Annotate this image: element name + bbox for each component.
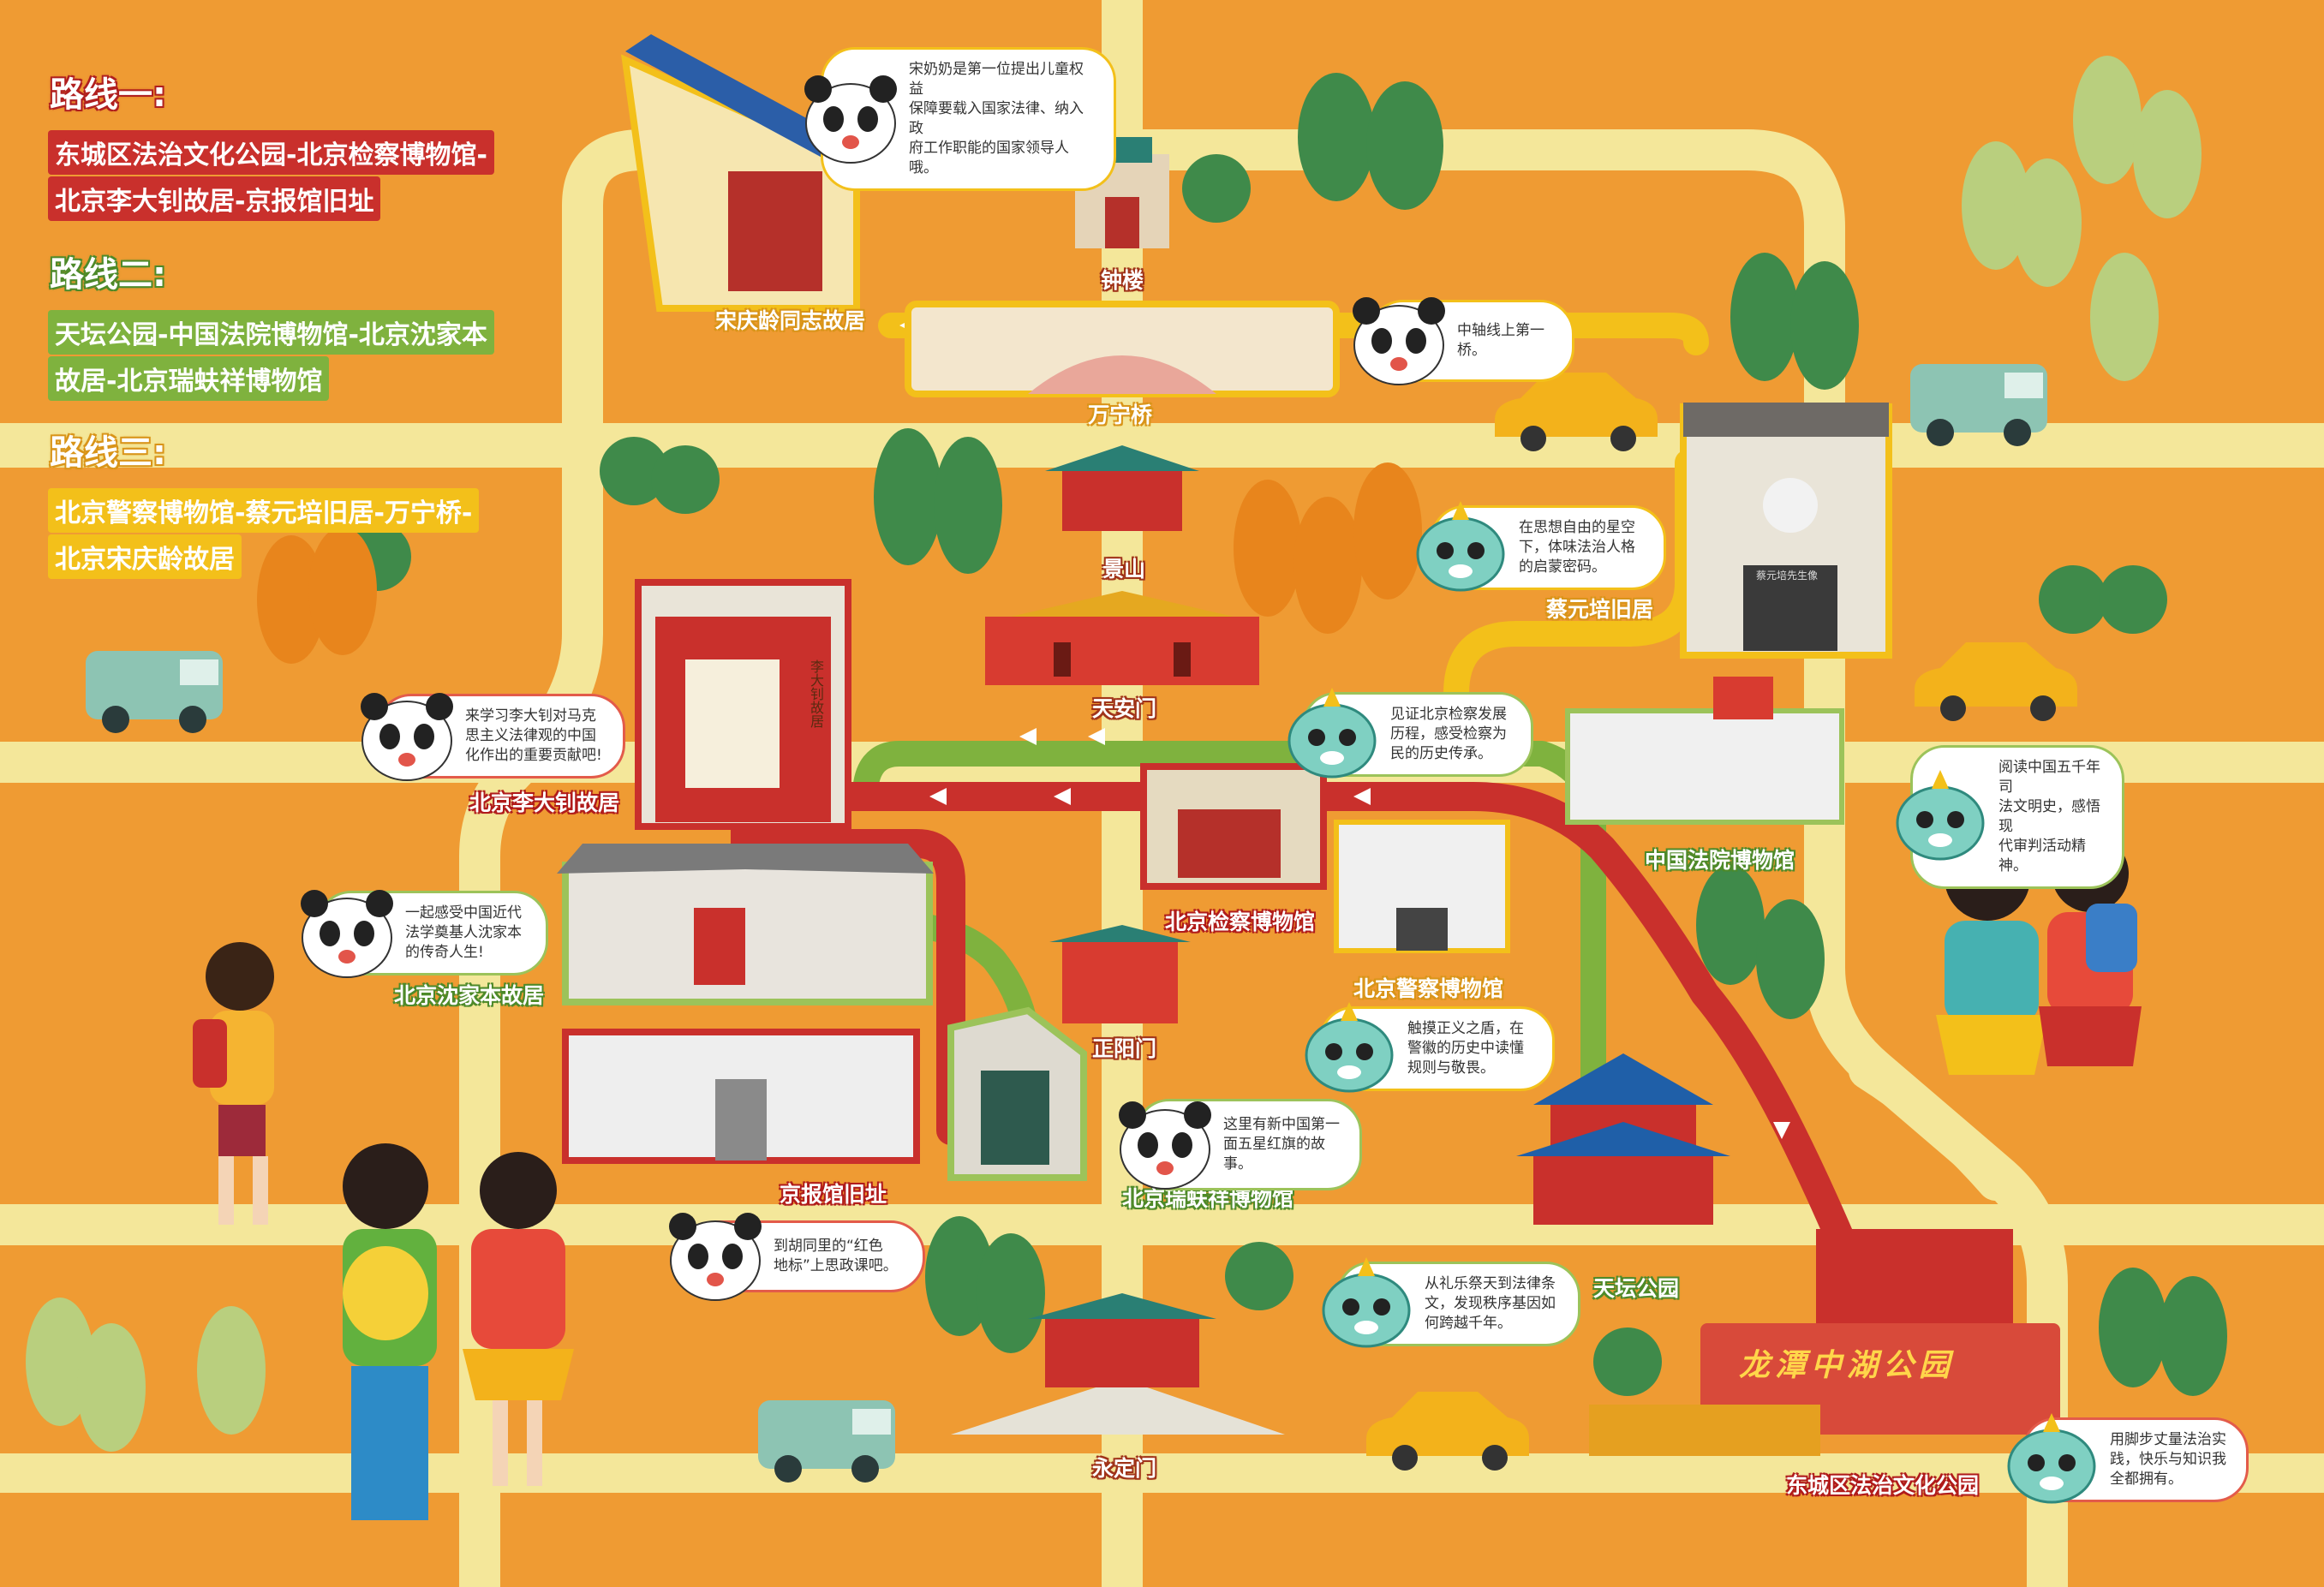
bubble-line: 这里有新中国第一: [1223, 1116, 1340, 1133]
route2-title: 路线二:: [50, 255, 166, 295]
bubble-line: 从礼乐祭天到法律条: [1425, 1275, 1556, 1292]
bubble-line: 到胡同里的“红色: [774, 1238, 883, 1255]
place-caiyuanpei[interactable]: 蔡元培旧居: [1546, 597, 1654, 622]
bubble-line: 规则与敬畏。: [1407, 1059, 1495, 1077]
bubble-line: 府工作职能的国家领导人哦。: [909, 140, 1069, 176]
panda-icon: [669, 1213, 762, 1301]
vehicles: [86, 364, 2077, 1483]
trees: [26, 56, 2227, 1452]
place-tiananmen[interactable]: 天安门: [1092, 696, 1157, 721]
route3-text-line2: 北京宋庆龄故居: [48, 534, 242, 579]
bubble-line: 宋奶奶是第一位提出儿童权益: [909, 61, 1084, 98]
route2-text-line2: 故居-北京瑞蚨祥博物馆: [48, 356, 330, 401]
bubble-line: 地标”上思政课吧。: [774, 1257, 898, 1274]
place-songqingling[interactable]: 宋庆龄同志故居: [715, 308, 866, 333]
route1-text-line1: 东城区法治文化公园-北京检察博物馆-: [48, 130, 494, 175]
place-jingcha[interactable]: 北京警察博物馆: [1353, 976, 1504, 1001]
bubble-fayuan: 阅读中国五千年司 法文明史，感悟现 代审判活动精神。: [1896, 745, 2124, 889]
dragon-mascot-icon: [1287, 687, 1377, 778]
bubble-tiantan: 从礼乐祭天到法律条 文，发现秩序基因如 何跨越千年。: [1322, 1256, 1580, 1347]
bubble-line: 下，体味法治人格: [1519, 539, 1635, 556]
longtan-park-sign: 龙潭中湖公园: [1739, 1348, 1956, 1383]
panda-icon: [301, 889, 393, 978]
place-wanningqiao[interactable]: 万宁桥: [1088, 403, 1153, 427]
bubble-line: 见证北京检察发展: [1390, 706, 1507, 723]
dragon-mascot-icon: [1305, 1001, 1394, 1092]
place-jingshan[interactable]: 景山: [1102, 557, 1146, 582]
bubble-jingbao: 到胡同里的“红色 地标”上思政课吧。: [669, 1213, 925, 1301]
dragon-mascot-icon: [2007, 1412, 2096, 1503]
place-jiancha[interactable]: 北京检察博物馆: [1165, 910, 1316, 934]
bubble-line: 法学奠基人沈家本: [405, 924, 522, 941]
bubble-caiyuanpei: 在思想自由的星空 下，体味法治人格 的启蒙密码。: [1416, 500, 1666, 591]
place-lidazhao[interactable]: 北京李大钊故居: [469, 791, 620, 815]
panda-icon: [1119, 1101, 1211, 1190]
bubble-songqingling: 宋奶奶是第一位提出儿童权益 保障要载入国家法律、纳入政 府工作职能的国家领导人哦…: [804, 47, 1116, 191]
panda-icon: [361, 692, 453, 781]
route1-title: 路线一:: [50, 75, 166, 115]
place-zhengyangmen[interactable]: 正阳门: [1092, 1036, 1157, 1061]
bubble-line: 在思想自由的星空: [1519, 519, 1635, 536]
route-arrows: [822, 317, 1790, 1139]
bubble-line: 的传奇人生!: [405, 944, 484, 961]
bubble-shenjiaben: 一起感受中国近代 法学奠基人沈家本 的传奇人生!: [301, 889, 548, 978]
bubble-line: 来学习李大钊对马克: [465, 707, 596, 725]
bubble-wanningqiao: 中轴线上第一桥。: [1353, 297, 1574, 385]
bubble-line: 的启蒙密码。: [1519, 558, 1606, 576]
place-fazhi-park[interactable]: 东城区法治文化公园: [1786, 1473, 1980, 1498]
bubble-line: 法文明史，感悟现: [1998, 798, 2100, 835]
bubble-fazhi-park: 用脚步丈量法治实 践，快乐与知识我 全都拥有。: [2007, 1412, 2249, 1503]
bubble-line: 触摸正义之盾，在: [1407, 1020, 1524, 1037]
place-yongdingmen[interactable]: 永定门: [1092, 1456, 1157, 1481]
place-jingbao[interactable]: 京报馆旧址: [780, 1182, 887, 1207]
bubble-line: 文，发现秩序基因如: [1425, 1295, 1556, 1312]
bubble-lidazhao: 来学习李大钊对马克 思主义法律观的中国 化作出的重要贡献吧!: [361, 692, 625, 781]
bubble-line: 警徽的历史中读懂: [1407, 1040, 1524, 1057]
bubble-jiancha: 见证北京检察发展 历程，感受检察为 民的历史传承。: [1287, 687, 1533, 778]
bubble-line: 全都拥有。: [2110, 1471, 2183, 1488]
route3-text-line1: 北京警察博物馆-蔡元培旧居-万宁桥-: [48, 488, 480, 533]
bubble-line: 化作出的重要贡献吧!: [465, 747, 602, 764]
bubble-line: 历程，感受检察为: [1390, 725, 1507, 743]
place-tiantan[interactable]: 天坛公园: [1593, 1276, 1680, 1301]
place-shenjiaben[interactable]: 北京沈家本故居: [394, 983, 545, 1008]
route3-title: 路线三:: [50, 433, 166, 473]
buildings: [557, 34, 2060, 1456]
dragon-mascot-icon: [1896, 770, 1985, 861]
bubble-line: 中轴线上第一桥。: [1457, 322, 1544, 359]
bubble-line: 面五星红旗的故事。: [1223, 1136, 1325, 1172]
bubble-line: 践，快乐与知识我: [2110, 1451, 2226, 1468]
bubble-line: 民的历史传承。: [1390, 745, 1492, 762]
bubble-line: 代审判活动精神。: [1998, 838, 2086, 874]
bubble-line: 一起感受中国近代: [405, 904, 522, 922]
bubble-line: 阅读中国五千年司: [1998, 759, 2100, 796]
lidazhao-plaque: 李大钊故居: [808, 659, 824, 728]
bubble-line: 用脚步丈量法治实: [2110, 1431, 2226, 1448]
bubble-line: 保障要载入国家法律、纳入政: [909, 100, 1084, 137]
place-fayuan[interactable]: 中国法院博物馆: [1645, 848, 1795, 873]
dragon-mascot-icon: [1416, 500, 1505, 591]
place-zhonglou[interactable]: 钟楼: [1101, 268, 1144, 293]
bubble-ruifuxiang: 这里有新中国第一 面五星红旗的故事。: [1119, 1099, 1362, 1190]
route2-text-line1: 天坛公园-中国法院博物馆-北京沈家本: [48, 310, 494, 355]
panda-icon: [1353, 297, 1445, 385]
caiyuanpei-plaque: 蔡元培先生像: [1756, 570, 1819, 582]
bubble-jingcha: 触摸正义之盾，在 警徽的历史中读懂 规则与敬畏。: [1305, 1001, 1555, 1092]
route1-text-line2: 北京李大钊故居-京报馆旧址: [48, 176, 381, 221]
panda-icon: [804, 75, 897, 164]
bubble-line: 思主义法律观的中国: [465, 727, 596, 744]
children: [193, 835, 2142, 1520]
bubble-line: 何跨越千年。: [1425, 1315, 1512, 1332]
dragon-mascot-icon: [1322, 1256, 1411, 1347]
